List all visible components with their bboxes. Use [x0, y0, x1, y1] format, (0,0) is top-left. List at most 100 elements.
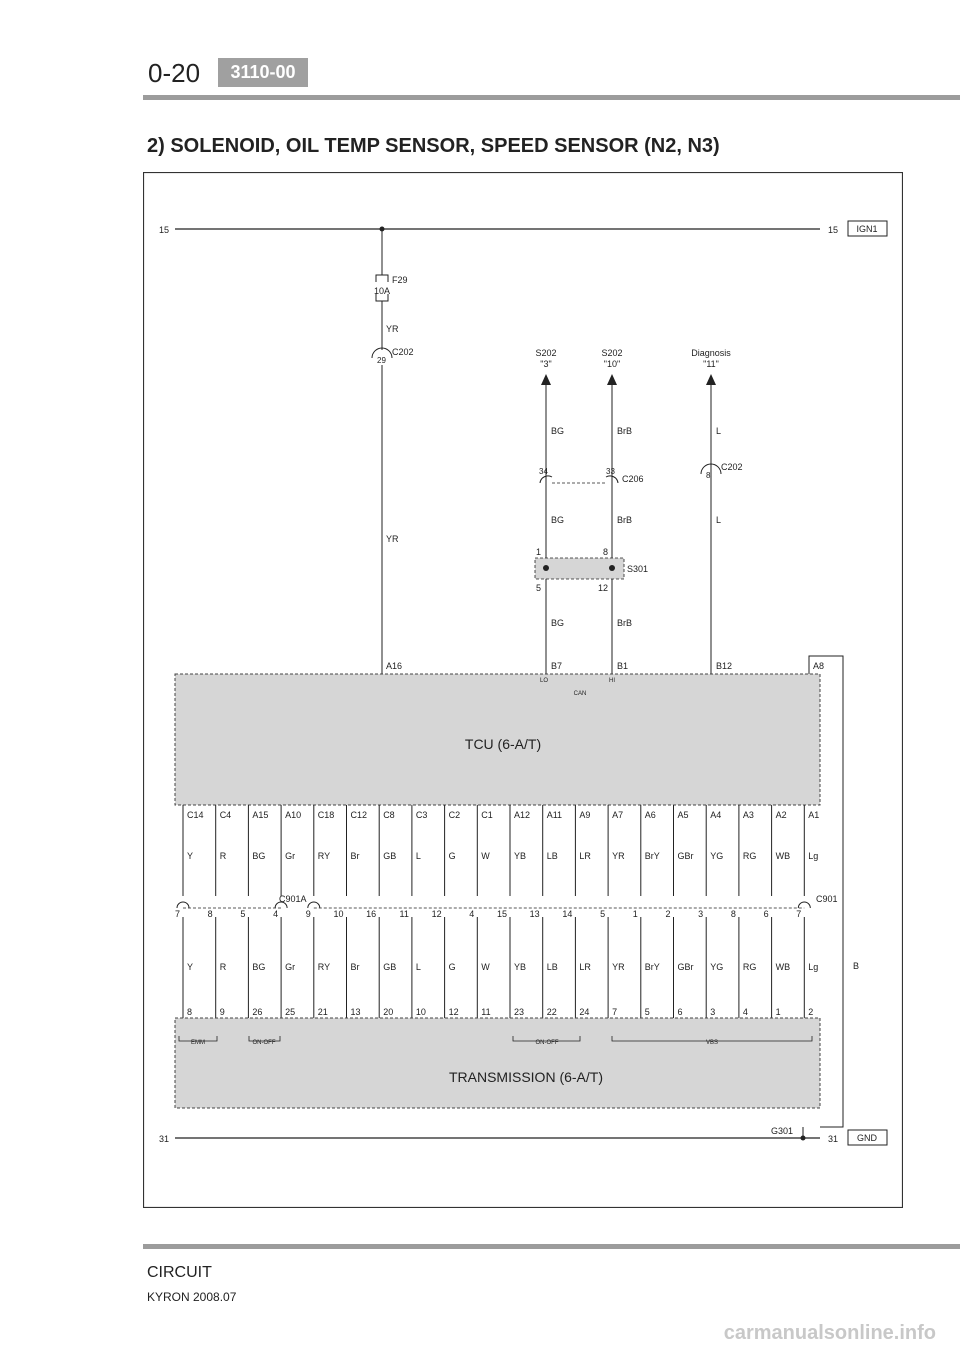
a8-ground-wire: A8 B: [808, 655, 859, 1128]
wire-color-label: RY: [318, 962, 330, 972]
pin-column: A12YBYB23153: [497, 805, 530, 1029]
pin-column: C1WW114OUTPUTSPDSIG: [469, 805, 493, 1050]
brb-label-3: BrB: [617, 618, 632, 628]
tcu-pin-label: C8: [383, 810, 395, 820]
trans-pin-label: 5: [645, 1007, 650, 1017]
pin-column: A6BrYBrY516: [633, 805, 660, 1029]
pin-column: C12BrBr1310EMMSPDGND: [333, 805, 367, 1043]
can-lo-label: LO: [540, 678, 548, 684]
can-label: CAN: [574, 691, 587, 697]
diagram-frame: [143, 172, 903, 1208]
page-number: 0-20: [148, 58, 201, 88]
c202-label-2: C202: [721, 462, 743, 472]
c901-pin-label: 10: [333, 909, 343, 919]
section-badge: 3110-00: [218, 58, 308, 87]
pin-column: A11LBLB22134: [530, 805, 562, 1029]
l-label-2: L: [716, 515, 721, 525]
c202-connector: [371, 347, 393, 359]
pin-column: A9LRLR24142: [562, 805, 591, 1029]
group-vbs: VBS: [706, 1040, 718, 1046]
transmission-module: TRANSMISSION (6-A/T) EMM ON-OFF ON-OFF V…: [174, 1017, 821, 1109]
ign1-rail: 15 15 IGN1: [159, 220, 888, 237]
c901-pin-label: 5: [600, 909, 605, 919]
group-onoff-1: ON-OFF: [253, 1040, 276, 1046]
wire-color-label: LB: [547, 962, 558, 972]
header-rule: [143, 95, 960, 100]
wire-color-label: BG: [252, 962, 265, 972]
c901-label: C901: [816, 894, 838, 904]
wire-color-label: Y: [187, 962, 193, 972]
pin-column: C8GBGB2016TempSNRIN: [366, 805, 396, 1043]
wire-color-label: YB: [514, 851, 526, 861]
trans-pin-label: 8: [187, 1007, 192, 1017]
tcu-pin-label: A4: [710, 810, 721, 820]
s202-3-arrow: [541, 374, 551, 385]
trans-pin-label: 3: [710, 1007, 715, 1017]
c901a-label: C901A: [279, 894, 307, 904]
tcu-pin-label: A12: [514, 810, 530, 820]
tcu-pin-label: C1: [481, 810, 493, 820]
c202-pin: 29: [377, 356, 386, 365]
wire-color-label: Br: [351, 962, 360, 972]
wire-color-label: Lg: [808, 962, 818, 972]
s301-pin-5: 5: [536, 583, 541, 593]
wire-color-label: L: [416, 851, 421, 861]
s202-10-branch: S202 "10" BrB BrB BrB 33 B1: [601, 348, 632, 674]
trans-pin-label: 10: [416, 1007, 426, 1017]
tcu-pin-label: A7: [612, 810, 623, 820]
wire-color-label: GBr: [678, 962, 694, 972]
tcu-module: LO HI CAN TCU (6-A/T): [174, 673, 821, 806]
rail-top-left-num: 15: [159, 225, 169, 235]
tcu-pin-label: A3: [743, 810, 754, 820]
pin-column: C3LL1011INPUTSPDSIG: [400, 805, 428, 1043]
connector-arc: [274, 901, 288, 909]
pin-column: A1LgLg279: [796, 805, 819, 1029]
trans-pin-label: 12: [449, 1007, 459, 1017]
wire-yr-label-mid: YR: [386, 534, 399, 544]
gnd-rail: 31 G301 31 GND: [159, 1126, 888, 1146]
tcu-pin-label: A6: [645, 810, 656, 820]
tcu-pin-label: C3: [416, 810, 428, 820]
tcu-pin-label: A15: [252, 810, 268, 820]
tcu-label: TCU (6-A/T): [465, 736, 541, 752]
pin-column: A5GBrGBr625: [665, 805, 694, 1029]
c901-pin-label: 14: [562, 909, 572, 919]
wire-yr-label-top: YR: [386, 324, 399, 334]
trans-pin-label: 6: [678, 1007, 683, 1017]
rail-bottom-right-num: 31: [828, 1134, 838, 1144]
pin-column: C4RR98DATA: [208, 805, 231, 1029]
footer-model: KYRON 2008.07: [147, 1290, 237, 1304]
trans-pin-label: 23: [514, 1007, 524, 1017]
footer-rule: [143, 1244, 960, 1249]
c901-pin-label: 8: [731, 909, 736, 919]
watermark: carmanualsonline.info: [723, 1322, 936, 1344]
l-label-1: L: [716, 426, 721, 436]
connector-arc: [176, 901, 190, 909]
brb-label-2: BrB: [617, 515, 632, 525]
diagnosis-num: "11": [703, 359, 719, 369]
tcu-pin-label: A11: [547, 810, 562, 820]
wire-color-label: G: [449, 851, 456, 861]
tcu-pin-label: A10: [285, 810, 301, 820]
s202-10-arrow: [607, 374, 617, 385]
c901-pin-label: 1: [633, 909, 638, 919]
s301-pin-12: 12: [598, 583, 608, 593]
pin-column: A7YRYR75GND: [600, 805, 625, 1029]
wire-color-label: BrY: [645, 851, 660, 861]
pin-columns: C14YY87CLOCKC4RR98DATAA15BGBG265GNDA10Gr…: [175, 805, 819, 1050]
tcu-pin-label: A9: [579, 810, 590, 820]
can-hi-label: HI: [609, 678, 615, 684]
tcu-pin-label: C14: [187, 810, 204, 820]
c901-pin-label: 13: [530, 909, 540, 919]
connector-arc: [797, 901, 811, 909]
s202-3-branch: S202 "3" BG BG BG 34 B7: [535, 348, 564, 674]
wire-color-label: R: [220, 962, 227, 972]
wire-color-label: Gr: [285, 851, 295, 861]
trans-pin-label: 4: [743, 1007, 748, 1017]
c202-pin-8: 8: [706, 471, 711, 480]
wire-color-label: RG: [743, 851, 757, 861]
footer-section: CIRCUIT: [147, 1264, 212, 1281]
pin-column: A4YGYG338: [698, 805, 723, 1029]
wire-color-label: YB: [514, 962, 526, 972]
fuse-name: F29: [392, 275, 408, 285]
